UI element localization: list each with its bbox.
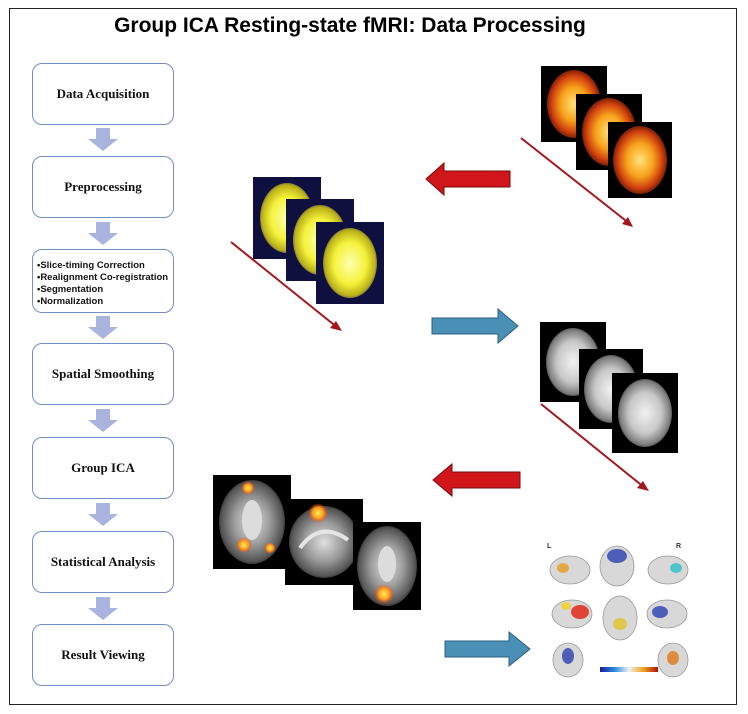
substep-realignment: •Realignment Co-registration xyxy=(37,272,169,283)
substep-slice-timing: •Slice-timing Correction xyxy=(37,260,145,271)
smoothed-stack-image xyxy=(540,322,678,453)
step-spatial-smoothing: Spatial Smoothing xyxy=(32,343,174,405)
figure-frame xyxy=(9,8,737,705)
flow-arrow-2 xyxy=(88,222,118,245)
flow-arrow-5 xyxy=(88,503,118,526)
preprocessed-stack-image xyxy=(253,177,384,304)
substep-segmentation: •Segmentation xyxy=(37,284,104,295)
preprocessing-substeps-box: •Slice-timing Correction •Realignment Co… xyxy=(32,249,174,313)
flow-arrow-1 xyxy=(88,128,118,151)
blue-arrow-bottom xyxy=(444,630,531,668)
flow-arrow-3 xyxy=(88,316,118,339)
figure-title: Group ICA Resting-state fMRI: Data Proce… xyxy=(114,14,586,37)
red-arrow-top xyxy=(425,161,511,197)
step-preprocessing: Preprocessing xyxy=(32,156,174,218)
result-brain-maps-image xyxy=(539,535,695,685)
right-hemisphere-label: R xyxy=(676,543,682,550)
ica-components-image xyxy=(213,475,421,610)
step-result-viewing: Result Viewing xyxy=(32,624,174,686)
left-hemisphere-label: L xyxy=(547,543,552,550)
step-data-acquisition: Data Acquisition xyxy=(32,63,174,125)
substep-normalization: •Normalization xyxy=(37,296,104,307)
flow-arrow-6 xyxy=(88,597,118,620)
red-arrow-lower xyxy=(432,462,521,498)
step-group-ica: Group ICA xyxy=(32,437,174,499)
raw-fmri-stack-image xyxy=(541,66,672,198)
blue-arrow-middle xyxy=(431,307,519,345)
flow-arrow-4 xyxy=(88,409,118,432)
step-statistical-analysis: Statistical Analysis xyxy=(32,531,174,593)
